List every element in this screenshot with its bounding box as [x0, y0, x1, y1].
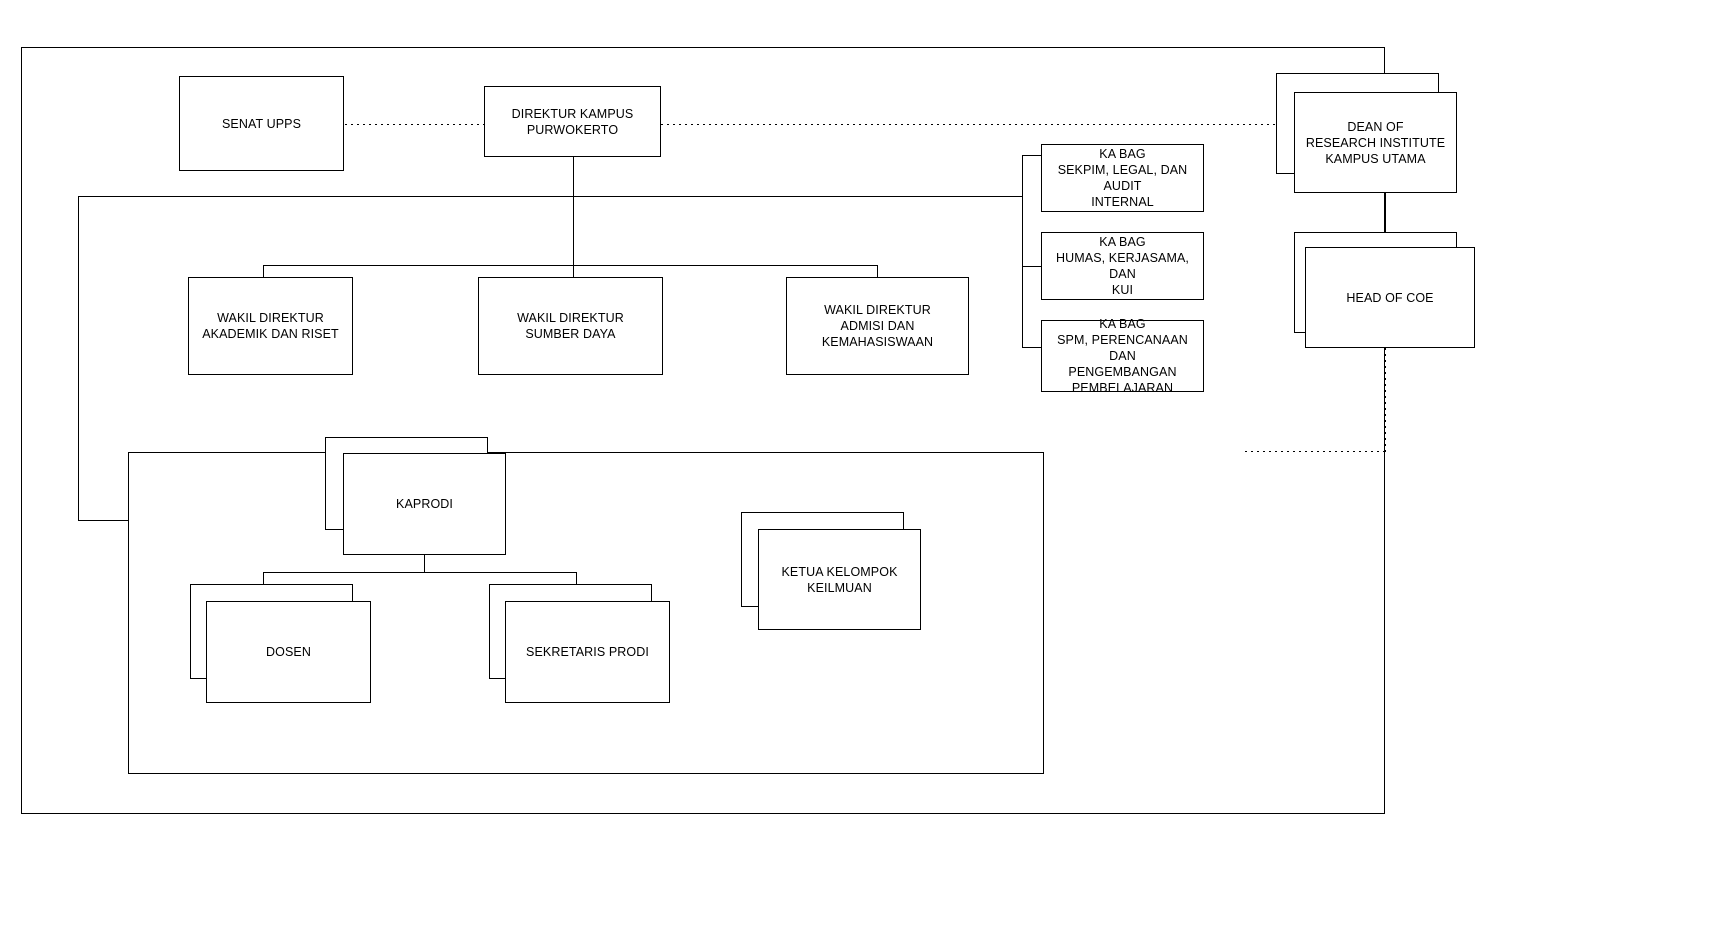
node-label: KA BAG HUMAS, KERJASAMA, DAN KUI	[1056, 235, 1189, 297]
node-label: WAKIL DIREKTUR SUMBER DAYA	[517, 311, 624, 341]
connector-wakil-akademik-drop	[263, 265, 264, 277]
node-label: KAPRODI	[396, 497, 453, 511]
connector-dean-to-coe	[1385, 193, 1386, 247]
node-ketua-kelompok-keilmuan[interactable]: KETUA KELOMPOK KEILMUAN	[758, 529, 921, 630]
connector-wakil-admisi-drop	[877, 265, 878, 277]
node-senat-upps[interactable]: SENAT UPPS	[179, 76, 344, 171]
connector-kabag-sekpim	[1022, 155, 1041, 156]
node-kabag-spm-perencanaan[interactable]: KA BAG SPM, PERENCANAAN DAN PENGEMBANGAN…	[1041, 317, 1204, 395]
connector-direktur-drop	[573, 157, 574, 274]
node-sekretaris-prodi[interactable]: SEKRETARIS PRODI	[505, 601, 670, 703]
node-head-of-coe[interactable]: HEAD OF COE	[1305, 247, 1475, 348]
connector-bus-left-riser	[78, 196, 79, 521]
connector-kabag-spm	[1022, 347, 1041, 348]
connector-dosen-riser	[263, 572, 264, 585]
node-wakil-direktur-akademik[interactable]: WAKIL DIREKTUR AKADEMIK DAN RISET	[188, 277, 353, 375]
connector-kabag-spine	[1022, 155, 1023, 347]
connector-sekretaris-riser	[576, 572, 577, 585]
node-label: DOSEN	[266, 645, 311, 659]
node-kaprodi[interactable]: KAPRODI	[343, 453, 506, 555]
connector-coe-to-campus-dotted	[1245, 451, 1386, 452]
connector-wakil-bus	[263, 265, 878, 266]
connector-kaprodi-bus	[263, 572, 576, 573]
node-label: DIREKTUR KAMPUS PURWOKERTO	[511, 106, 634, 137]
connector-kabag-humas	[1022, 266, 1041, 267]
node-kabag-sekpim-legal-audit[interactable]: KA BAG SEKPIM, LEGAL, DAN AUDIT INTERNAL	[1041, 144, 1204, 212]
node-label: WAKIL DIREKTUR ADMISI DAN KEMAHASISWAAN	[821, 303, 934, 349]
connector-senat-to-direktur-dotted	[345, 124, 484, 125]
node-kabag-humas-kerjasama-kui[interactable]: KA BAG HUMAS, KERJASAMA, DAN KUI	[1041, 232, 1204, 300]
connector-direktur-to-dean-dotted	[661, 124, 1295, 125]
node-label: SENAT UPPS	[221, 116, 302, 131]
node-dosen[interactable]: DOSEN	[206, 601, 371, 703]
campus-boundary-frame	[21, 47, 1385, 814]
node-dean-research-institute[interactable]: DEAN OF RESEARCH INSTITUTE KAMPUS UTAMA	[1294, 92, 1457, 193]
node-wakil-direktur-admisi[interactable]: WAKIL DIREKTUR ADMISI DAN KEMAHASISWAAN	[786, 277, 969, 375]
connector-coe-dotted-drop	[1385, 348, 1386, 452]
node-label: KA BAG SEKPIM, LEGAL, DAN AUDIT INTERNAL	[1057, 147, 1188, 209]
node-label: KA BAG SPM, PERENCANAAN DAN PENGEMBANGAN…	[1057, 317, 1188, 395]
node-label: HEAD OF COE	[1346, 290, 1434, 305]
connector-wakil-sumberdaya-drop	[573, 265, 574, 277]
node-label: KETUA KELOMPOK KEILMUAN	[781, 564, 898, 595]
node-label: WAKIL DIREKTUR AKADEMIK DAN RISET	[202, 311, 339, 341]
connector-bus-to-prodi-group	[78, 520, 129, 521]
prodi-group-frame	[128, 452, 1044, 774]
connector-kaprodi-drop	[424, 555, 425, 573]
node-label: DEAN OF RESEARCH INSTITUTE KAMPUS UTAMA	[1305, 119, 1446, 166]
connector-main-bus	[78, 196, 1023, 197]
node-label: SEKRETARIS PRODI	[526, 645, 649, 659]
node-wakil-direktur-sumber-daya[interactable]: WAKIL DIREKTUR SUMBER DAYA	[478, 277, 663, 375]
node-direktur-kampus[interactable]: DIREKTUR KAMPUS PURWOKERTO	[484, 86, 661, 157]
